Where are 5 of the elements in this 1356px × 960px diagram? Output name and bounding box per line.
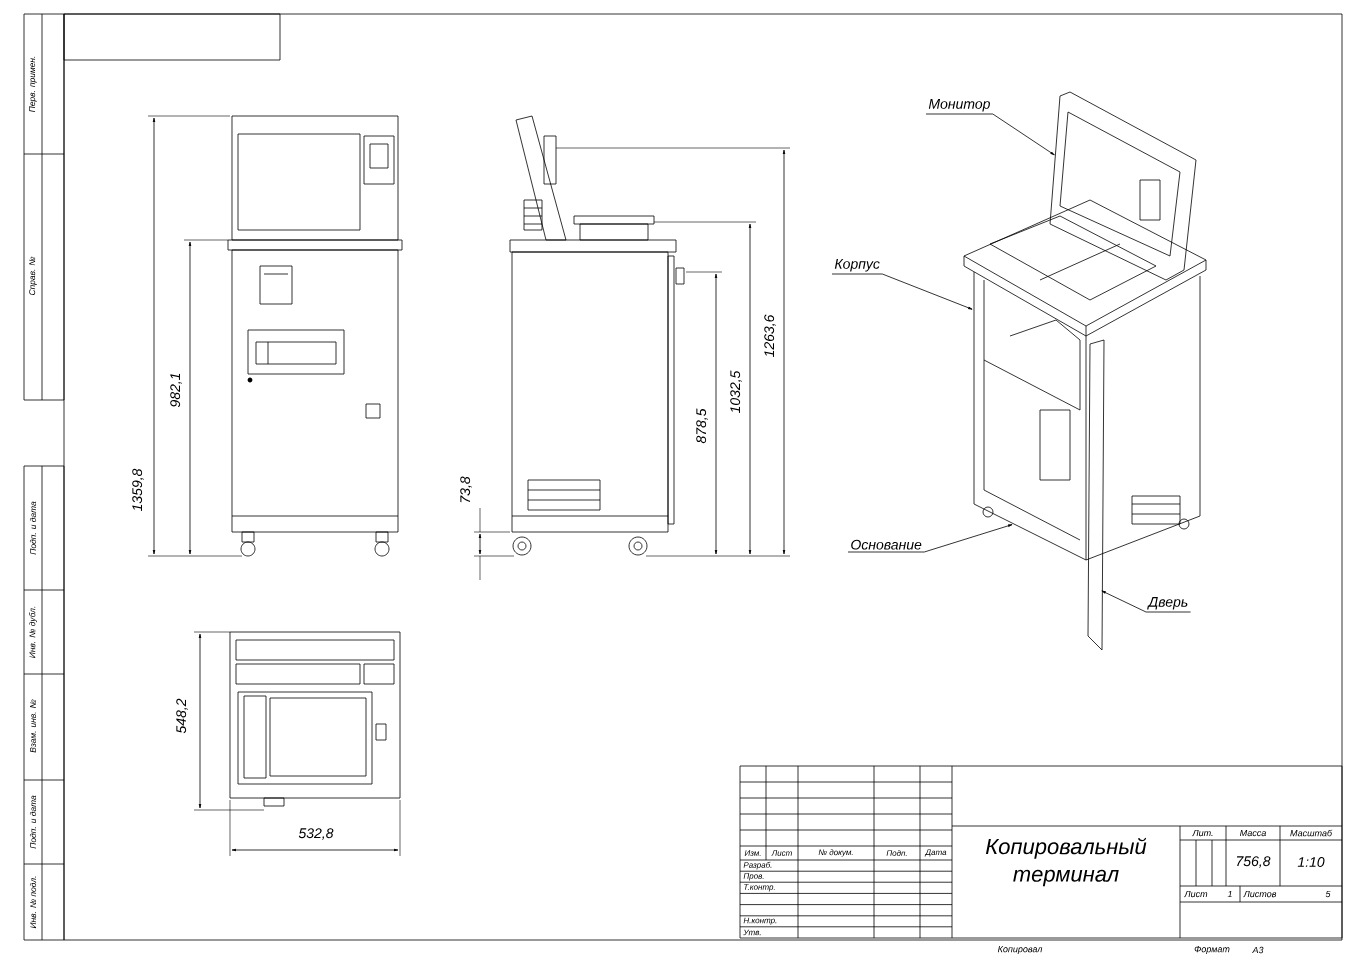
leader-line: [831, 273, 973, 310]
leader-line: [925, 113, 1055, 156]
drawing-title: Копировальный терминал: [985, 837, 1147, 887]
leader-line: [847, 524, 1013, 553]
leader-line: [1101, 590, 1191, 613]
